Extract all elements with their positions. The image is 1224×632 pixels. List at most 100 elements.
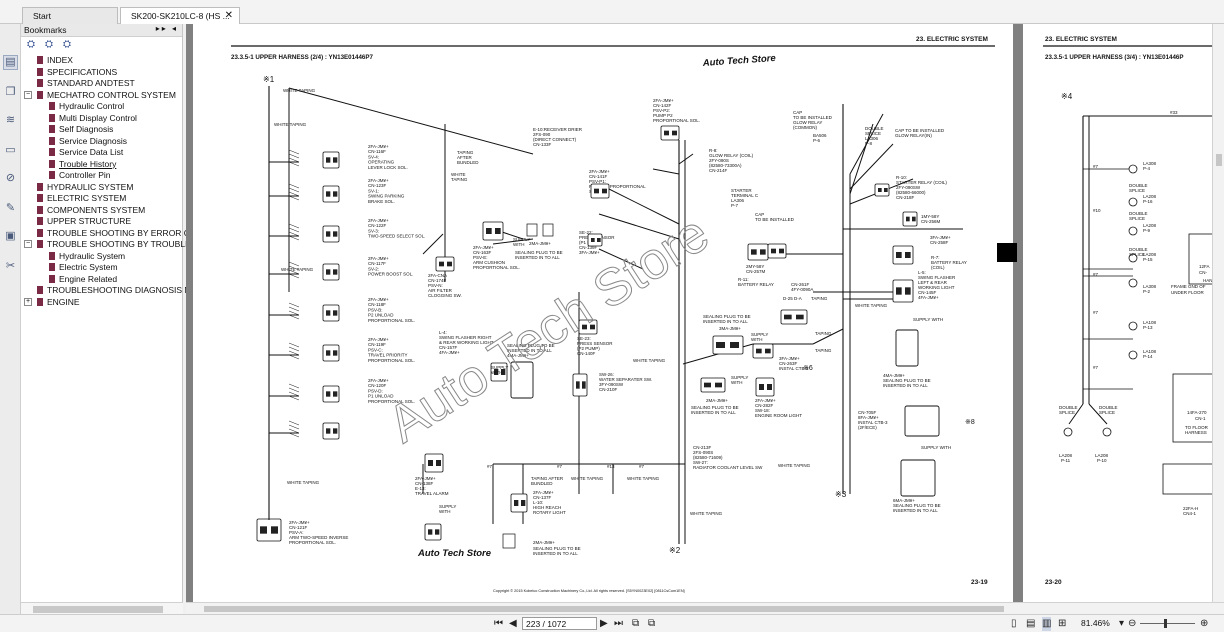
diagram-label: #7 — [639, 464, 645, 469]
bookmark-item-specifications[interactable]: SPECIFICATIONS — [37, 67, 117, 78]
diagram-label: TWO-SPEED SELECT SOL. — [368, 234, 425, 239]
continuous-icon[interactable]: ▤ — [1026, 618, 1036, 629]
bookmarks-scrollbar[interactable] — [21, 602, 183, 615]
diagram-label: 2FA-JM¥+ — [368, 144, 389, 149]
bookmark-item-hydraulic-system[interactable]: Hydraulic System — [49, 251, 125, 262]
panel-controls-icon[interactable]: ▸▸ ◂ — [155, 24, 178, 33]
bookmark-icon — [37, 90, 43, 99]
diagram-label: SV-2: — [368, 266, 379, 271]
diagram-label: L-4: — [439, 330, 447, 335]
bookmark-item-engine-related[interactable]: Engine Related — [49, 274, 117, 285]
diagram-label: 2FA-JM¥+ — [368, 218, 389, 223]
tab-document[interactable]: SK200-SK210LC-8 (HS ...✕ — [120, 7, 240, 24]
bookmark-item-electric-system[interactable]: ELECTRIC SYSTEM — [37, 193, 126, 204]
diagram-label: LA306 — [865, 136, 879, 141]
bookmark-icon — [37, 228, 43, 237]
bookmark-label: STANDARD ANDTEST — [47, 78, 135, 88]
next-view-icon[interactable]: ⧉ — [648, 618, 656, 629]
horizontal-scrollbar[interactable] — [186, 602, 1224, 614]
expand-toggle-icon[interactable]: + — [24, 297, 32, 306]
zoom-level[interactable]: 81.46% — [1081, 618, 1110, 628]
diagram-label: CN-261F — [791, 282, 810, 287]
connector-pin — [333, 231, 338, 237]
close-icon[interactable]: ✕ — [224, 10, 233, 21]
bookmark-icon — [49, 148, 55, 156]
bookmark-item-mechatro-control-system[interactable]: −MECHATRO CONTROL SYSTEM — [24, 90, 176, 101]
bookmark-add-icon[interactable]: ⛭ — [63, 39, 81, 50]
page-number-input[interactable]: 223 / 1072 — [522, 617, 597, 630]
zoom-in-icon[interactable]: ⊕ — [1200, 618, 1209, 629]
tab-start-label: Start — [33, 11, 51, 21]
diagram-label: TO BE INSTALLED — [793, 115, 833, 120]
bookmark-item-electric-system[interactable]: Electric System — [49, 262, 118, 273]
tab-start[interactable]: Start — [22, 7, 118, 24]
connector-pin — [514, 500, 519, 506]
diagram-label: DOUBLE — [1129, 211, 1148, 216]
diagram-label: P-2 — [1143, 289, 1151, 294]
connector-pin — [730, 342, 739, 348]
bookmark-item-index[interactable]: INDEX — [37, 55, 73, 66]
layers-icon[interactable]: ≋ — [5, 114, 16, 126]
vertical-scrollbar[interactable] — [1212, 24, 1224, 602]
zoom-dropdown-icon[interactable]: ▾ — [1119, 618, 1125, 629]
diagram-label: 6MA-JM¥+ — [893, 498, 915, 503]
bookmark-item-hydraulic-control[interactable]: Hydraulic Control — [49, 101, 124, 112]
diagram-label: CN4-1 — [1183, 511, 1197, 516]
tools-icon[interactable]: ✂ — [5, 260, 16, 272]
collapse-toggle-icon[interactable]: − — [24, 240, 32, 248]
bookmark-item-components-system[interactable]: COMPONENTS SYSTEM — [37, 205, 145, 216]
diagram-label: SUPPLY — [439, 504, 456, 509]
collapse-toggle-icon[interactable]: − — [24, 90, 32, 99]
bookmark-item-hydraulic-system[interactable]: HYDRAULIC SYSTEM — [37, 182, 133, 193]
pages-icon[interactable]: ❐ — [5, 86, 16, 98]
diagram-label: TAPING — [815, 331, 832, 336]
single-page-icon[interactable]: ▯ — [1011, 618, 1017, 629]
connector-pin — [326, 191, 331, 197]
bookmark-item-trouble-shooting-by-trouble[interactable]: −TROUBLE SHOOTING BY TROUBLE — [24, 239, 191, 250]
diagram-label: E-13: — [415, 486, 426, 491]
comments-icon[interactable]: ▭ — [5, 144, 16, 156]
collapse-icon[interactable]: ⛭ — [45, 39, 63, 50]
bookmark-item-trouble-shooting-by-error-codi[interactable]: TROUBLE SHOOTING BY ERROR CODI — [37, 228, 205, 239]
diagram-label: POWER BOOST SOL. — [368, 272, 413, 277]
bookmark-icon — [37, 297, 43, 306]
diagram-label: WITH — [751, 337, 763, 342]
bookmark-item-troubleshooting-diagnosis-mod[interactable]: TROUBLESHOOTING DIAGNOSIS MOD — [37, 285, 204, 296]
bookmark-item-service-diagnosis[interactable]: Service Diagnosis — [49, 136, 127, 147]
diagram-label: STARTER — [731, 188, 752, 193]
connector-pin — [602, 188, 607, 194]
lock-icon[interactable]: ▣ — [5, 230, 16, 242]
bookmarks-icon[interactable]: ▤ — [3, 55, 18, 70]
first-page-icon[interactable]: ⏮ — [494, 618, 503, 629]
zoom-out-icon[interactable]: ⊖ — [1128, 618, 1137, 629]
diagram-label: #7 — [1093, 164, 1099, 169]
two-page-scroll-icon[interactable]: ⊞ — [1058, 618, 1067, 629]
previous-view-icon[interactable]: ⧉ — [632, 618, 640, 629]
diagram-label: SPLICE — [1059, 410, 1075, 415]
two-page-icon[interactable]: ▥ — [1042, 617, 1052, 631]
diagram-label: 2FA-CNA — [428, 273, 447, 278]
diagram-label: PSV-A: — [289, 530, 304, 535]
attachment-icon[interactable]: ⊘ — [5, 172, 16, 184]
bookmark-item-controller-pin[interactable]: Controller Pin — [49, 170, 111, 181]
last-page-icon[interactable]: ⏭ — [614, 618, 623, 629]
next-page-icon[interactable]: ▶ — [600, 618, 608, 629]
diagram-label: & REAR WORKING LIGHT — [439, 340, 494, 345]
bookmark-item-standard-andtest[interactable]: STANDARD ANDTEST — [37, 78, 135, 89]
bookmark-item-trouble-history[interactable]: Trouble History — [49, 159, 116, 170]
zoom-slider[interactable] — [1140, 619, 1195, 628]
expand-icon[interactable]: ⛭ — [27, 39, 45, 50]
bookmark-item-service-data-list[interactable]: Service Data List — [49, 147, 123, 158]
bookmark-item-engine[interactable]: +ENGINE — [24, 297, 80, 308]
bookmark-item-self-diagnosis[interactable]: Self Diagnosis — [49, 124, 113, 135]
connector — [322, 151, 340, 169]
bookmark-icon — [37, 286, 43, 294]
signature-icon[interactable]: ✎ — [5, 202, 16, 214]
bookmark-item-upper-structure[interactable]: UPPER STRUCTURE — [37, 216, 131, 227]
connector — [424, 523, 442, 541]
diagram-label: SEALING PLUG TO BE — [893, 503, 941, 508]
bookmark-item-multi-display-control[interactable]: Multi Display Control — [49, 113, 137, 124]
previous-page-icon[interactable]: ◀ — [509, 618, 517, 629]
